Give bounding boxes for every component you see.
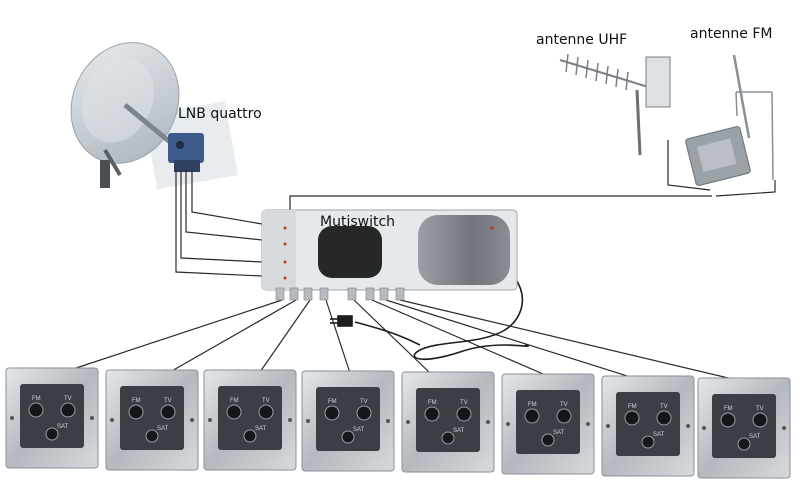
wall-socket: FM TV SAT — [203, 369, 297, 471]
coax-cables — [69, 140, 776, 383]
port-fm-label: FM — [428, 400, 437, 406]
wall-socket: FM TV SAT — [501, 373, 595, 475]
port-fm-label: FM — [328, 399, 337, 405]
wall-socket: FM TV SAT — [601, 375, 695, 477]
power-cord — [330, 277, 529, 360]
port-sat-label: SAT — [749, 434, 761, 440]
port-fm-label: FM — [528, 402, 537, 408]
uhf-antenna — [559, 53, 671, 156]
port-sat-label: SAT — [653, 432, 665, 438]
port-tv-label: TV — [560, 402, 568, 408]
port-fm-label: FM — [32, 396, 41, 402]
label-multiswitch: Mutiswitch — [320, 214, 395, 230]
wall-socket: FM TV SAT — [105, 369, 199, 471]
satellite-dish — [70, 42, 238, 190]
port-tv-label: TV — [64, 396, 72, 402]
port-fm-label: FM — [724, 406, 733, 412]
label-antenna-uhf: antenne UHF — [536, 32, 627, 48]
port-fm-label: FM — [132, 398, 141, 404]
antenna-coupler — [685, 126, 751, 186]
wall-socket: FM TV SAT — [697, 377, 791, 479]
port-tv-label: TV — [360, 399, 368, 405]
port-tv-label: TV — [262, 398, 270, 404]
port-fm-label: FM — [230, 398, 239, 404]
wall-socket: FM TV SAT — [5, 367, 99, 469]
port-sat-label: SAT — [255, 426, 267, 432]
wall-socket: FM TV SAT — [301, 370, 395, 472]
fm-antenna — [732, 54, 774, 181]
port-sat-label: SAT — [553, 430, 565, 436]
port-tv-label: TV — [460, 400, 468, 406]
port-sat-label: SAT — [157, 426, 169, 432]
port-fm-label: FM — [628, 404, 637, 410]
label-antenna-fm: antenne FM — [690, 26, 773, 42]
wall-socket: FM TV SAT — [401, 371, 495, 473]
port-sat-label: SAT — [453, 428, 465, 434]
port-tv-label: TV — [660, 404, 668, 410]
label-lnb-quattro: LNB quattro — [178, 106, 262, 122]
port-tv-label: TV — [164, 398, 172, 404]
port-sat-label: SAT — [353, 427, 365, 433]
multiswitch — [261, 209, 518, 301]
wall-sockets: FM TV SAT FM TV SAT FM TV SAT — [5, 367, 791, 479]
port-tv-label: TV — [756, 406, 764, 412]
lnb-quattro — [168, 133, 204, 172]
port-sat-label: SAT — [57, 424, 69, 430]
